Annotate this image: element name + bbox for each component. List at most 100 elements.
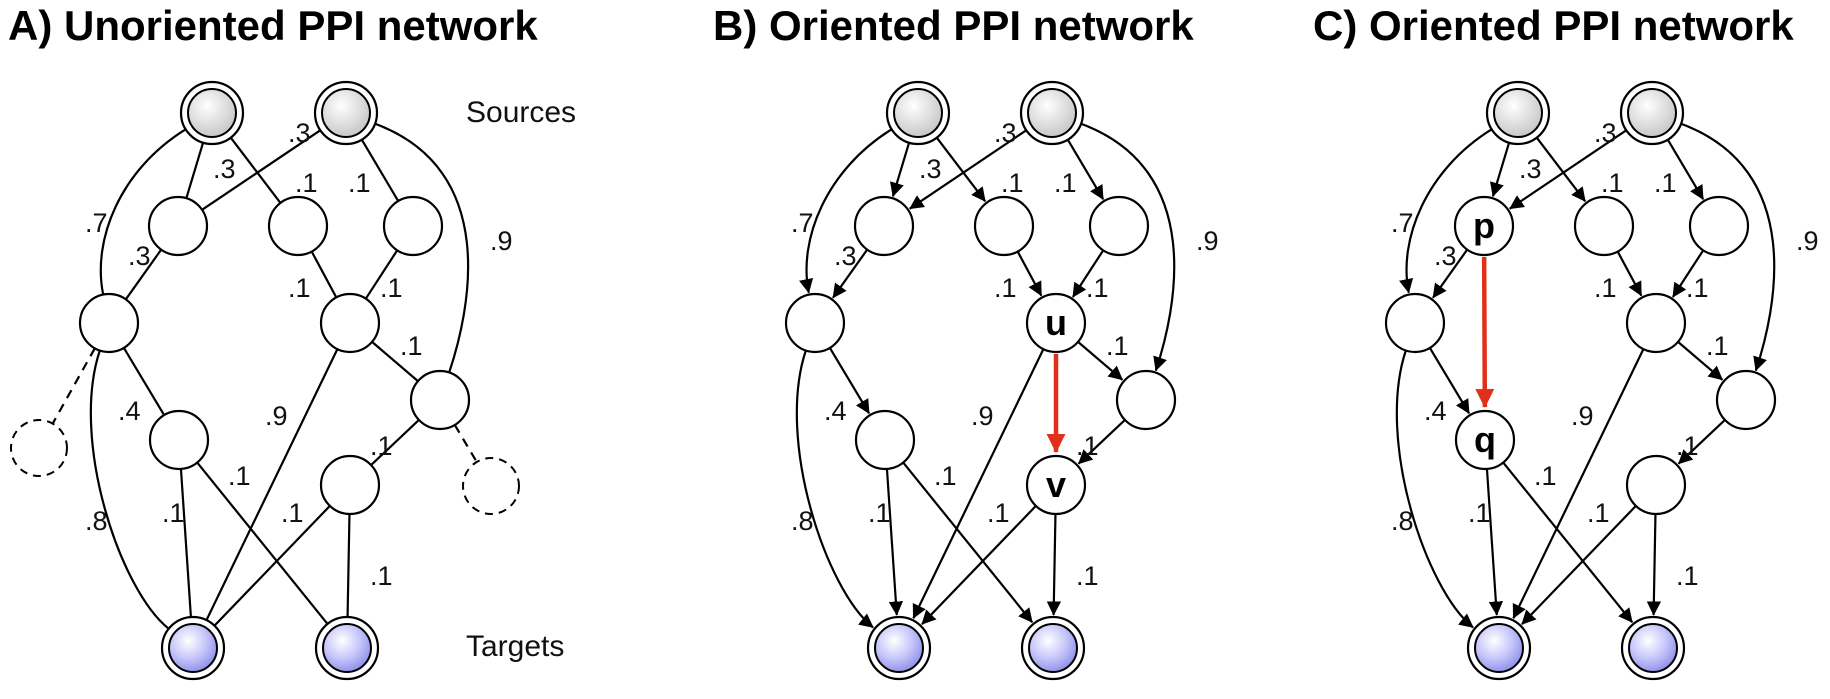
edge-weight-label: .3 [1519, 154, 1542, 184]
protein-node [1625, 454, 1687, 516]
edge-weight-label: .7 [791, 208, 814, 238]
target-node [1474, 623, 1524, 673]
edge-weight-label: .3 [288, 118, 311, 148]
edge-weight-label: .1 [1587, 498, 1610, 528]
edge-n6-t1 [1485, 468, 1504, 616]
dashed-edge-left [51, 347, 96, 425]
edge-weight-label: .8 [85, 506, 108, 536]
edge-weight-label: .7 [1391, 208, 1414, 238]
edge-s1-n2 [935, 137, 987, 202]
edge-n3-n5 [1071, 249, 1105, 298]
dashed-edge-right [453, 424, 478, 463]
protein-node [1025, 454, 1087, 516]
edge-s1-n2 [229, 137, 282, 204]
edge-weight-label: .1 [162, 498, 185, 528]
protein-node [1453, 195, 1515, 257]
edge-s2-n3 [1666, 139, 1705, 200]
edge-weight-label: .7 [85, 208, 108, 238]
edge-s1-n1 [185, 142, 205, 199]
edge-weight-label: .9 [971, 401, 994, 431]
edge-n4-n6 [828, 347, 871, 415]
protein-node [1088, 195, 1150, 257]
protein-node [1454, 409, 1516, 471]
protein-node [1573, 195, 1635, 257]
edge-n2-n5 [310, 251, 338, 298]
edge-n8-t2 [1046, 513, 1062, 616]
edge-n6-t2 [902, 461, 1034, 624]
edge-weight-label: .8 [791, 506, 814, 536]
edge-weight-label: .1 [1086, 273, 1109, 303]
node-label: p [1473, 205, 1495, 246]
edge-weight-label: .1 [1594, 273, 1617, 303]
edge-weight-label: .1 [994, 273, 1017, 303]
protein-node [1115, 369, 1177, 431]
edge-weight-label: .1 [1054, 168, 1077, 198]
protein-node [319, 292, 381, 354]
edge-weight-label: .9 [490, 226, 513, 256]
edge-weight-label: .1 [370, 561, 393, 591]
protein-node [409, 369, 471, 431]
edge-weight-label: .4 [1424, 396, 1447, 426]
edge-weight-label: .1 [370, 431, 393, 461]
node-label: u [1045, 302, 1067, 343]
edge-s2-n1 [201, 129, 321, 211]
edge-n5-n7 [371, 341, 419, 382]
edge-n1-n4 [1432, 248, 1469, 299]
node-label: q [1474, 419, 1496, 460]
protein-node [78, 292, 140, 354]
edge-weight-label: .1 [1654, 168, 1677, 198]
edge-weight-label: .9 [1196, 226, 1219, 256]
edge-weight-label: .1 [868, 498, 891, 528]
edge-weight-label: .4 [824, 396, 847, 426]
edge-s2-n7 [1680, 122, 1776, 372]
edge-weight-label: .1 [1601, 168, 1624, 198]
edge-s1-n1 [1489, 142, 1511, 197]
edge-weight-label: .9 [1796, 226, 1819, 256]
edge-n7-n8 [1077, 419, 1126, 465]
protein-node [973, 195, 1035, 257]
edge-n6-t2 [1502, 461, 1634, 624]
edge-s1-n4 [99, 128, 187, 295]
edge-weight-label: .1 [228, 461, 251, 491]
panel-c-network: pq.3.3.1.1.7.9.3.1.1.1.4.9.1.1.8.1.1.1 [1384, 80, 1819, 681]
protein-node [382, 195, 444, 257]
edge-s1-n4 [799, 128, 893, 294]
edge-weight-label: .1 [1076, 561, 1099, 591]
edge-weight-label: .3 [128, 241, 151, 271]
edge-weight-label: .1 [281, 498, 304, 528]
panel-a-title: A) Unoriented PPI network [8, 2, 538, 49]
edge-weight-label: .1 [1534, 461, 1557, 491]
edge-n8-t2 [346, 513, 351, 618]
edge-n5-t1 [205, 348, 339, 621]
protein-node [1384, 292, 1446, 354]
target-node [1028, 623, 1078, 673]
highlighted-edge [1475, 256, 1495, 408]
edge-n4-t1 [89, 350, 170, 630]
edge-weight-label: .3 [919, 154, 942, 184]
edge-n8-t1 [921, 505, 1037, 625]
edge-weight-label: .1 [1676, 561, 1699, 591]
edge-n4-t1 [1395, 350, 1474, 629]
dashed-node [462, 457, 520, 515]
source-node [893, 88, 943, 138]
edge-weight-label: .3 [994, 118, 1017, 148]
edge-n6-t1 [179, 468, 193, 618]
edge-n2-n5 [1016, 251, 1043, 297]
edge-weight-label: .1 [1468, 498, 1491, 528]
edge-s1-n1 [889, 142, 911, 197]
protein-node [1715, 369, 1777, 431]
edge-s2-n7 [374, 122, 470, 373]
protein-node [854, 409, 916, 471]
edge-n1-n4 [124, 248, 163, 301]
edge-n4-n6 [1428, 347, 1471, 415]
edge-s2-n3 [1066, 139, 1105, 200]
edge-weight-label: .3 [1594, 118, 1617, 148]
edge-weight-label: .1 [1076, 431, 1099, 461]
edge-weight-label: .3 [213, 154, 236, 184]
edge-n2-n5 [1616, 251, 1643, 297]
source-node [1627, 88, 1677, 138]
edge-weight-label: .1 [1001, 168, 1024, 198]
target-node [874, 623, 924, 673]
protein-node [147, 195, 209, 257]
